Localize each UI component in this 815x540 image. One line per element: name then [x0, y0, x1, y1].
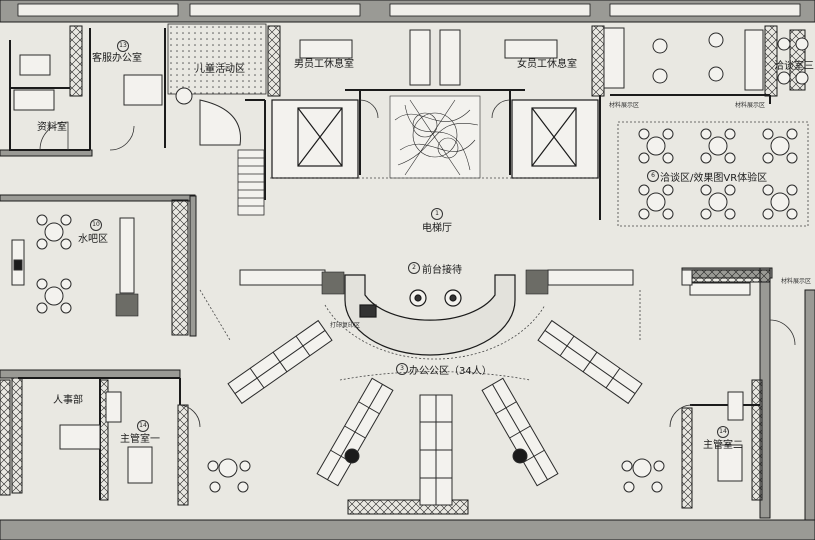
- reception-label: 前台接待: [422, 265, 462, 276]
- material-room-left-label: 材料展示区: [609, 102, 640, 109]
- female-rest-label: 女员工休息室: [517, 59, 577, 70]
- water-bar-number: 10: [90, 219, 102, 231]
- door-swings: [39, 99, 796, 428]
- material-room-right2-label: 材料展示区: [781, 278, 812, 285]
- zone-outlines: [199, 121, 809, 381]
- archive-label: 资料室: [37, 122, 67, 133]
- manager-2-number: 14: [717, 426, 729, 438]
- print-area-label: 打印复印区: [330, 322, 361, 329]
- customer-service-number: 13: [117, 40, 129, 52]
- manager-1-number: 14: [137, 420, 149, 432]
- staircase: [237, 149, 265, 216]
- customer-service-label: 客服办公室: [92, 53, 142, 64]
- negotiation-vr-number: 6: [647, 170, 659, 182]
- manager-2-label: 主管室二: [703, 440, 743, 451]
- material-room-right-label: 材料展示区: [735, 102, 766, 109]
- open-office-number: 3: [396, 363, 408, 375]
- open-office-desks: [227, 319, 643, 506]
- columns: [0, 25, 806, 515]
- reception-desk: [344, 274, 516, 356]
- meeting-room-3-label: 洽谈室三: [774, 61, 814, 72]
- negotiation-vr-label: 洽谈区/效果图VR体验区: [660, 173, 768, 184]
- open-office-label: 办公公区（34人）: [409, 366, 492, 377]
- elevator-hall-number: 1: [431, 208, 443, 220]
- hr-label: 人事部: [53, 395, 83, 406]
- feature-wall-art: [389, 95, 481, 179]
- desks: [11, 27, 764, 484]
- kids-area-label: 儿童活动区: [195, 64, 245, 75]
- round-table-groups: [36, 32, 809, 493]
- elevator-hall-label: 电梯厅: [422, 223, 452, 234]
- elevator-shafts: [271, 99, 599, 179]
- water-bar-label: 水吧区: [78, 234, 108, 245]
- kids-area-floor: [167, 23, 267, 146]
- reception-number: 2: [408, 262, 420, 274]
- male-rest-label: 男员工休息室: [294, 59, 354, 70]
- top-window-frames: [17, 3, 801, 17]
- plants: [115, 269, 549, 317]
- manager-1-label: 主管室一: [120, 434, 160, 445]
